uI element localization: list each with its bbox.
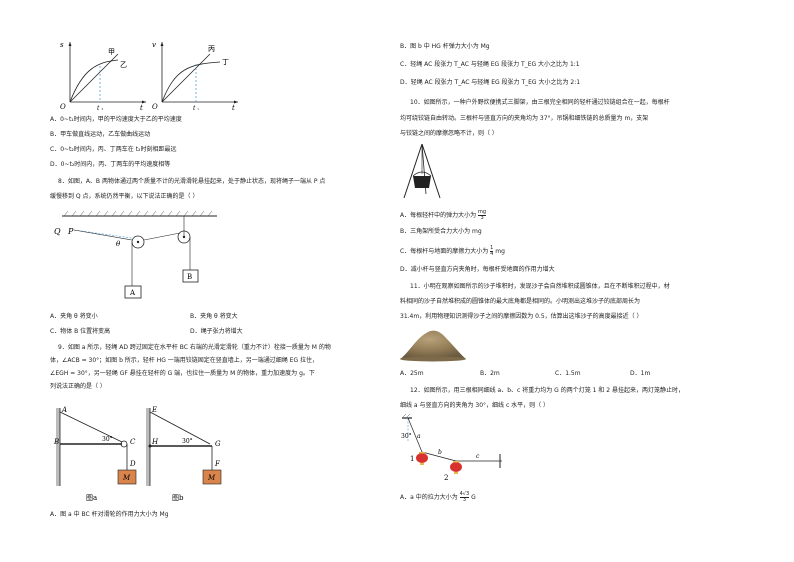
q9-question-line4: 列说法正确的是（ ） bbox=[50, 383, 106, 390]
point-f-label: F bbox=[214, 460, 221, 468]
q10-option-c: C．每根杆与地面的摩擦力大小为 1 4 mg bbox=[400, 246, 505, 257]
figure-a-caption: 图a bbox=[86, 494, 97, 502]
q10-question-line2: 均可绕铰链自由转动。三根杆与竖直方向的夹角均为 37°，吊锅和细铁链的总质量为 … bbox=[400, 115, 649, 122]
q10-option-c-unit: mg bbox=[495, 248, 505, 255]
q11-option-c: C．1.5m bbox=[555, 370, 581, 377]
q11-option-d: D．1m bbox=[630, 370, 651, 377]
q9-question-line2: 体，∠ACB = 30°；如图 b 所示，轻杆 HG 一端用铰链固定在竖直墙上，… bbox=[50, 357, 319, 364]
q10-option-a-text: A．每根轻杆中的弹力大小为 bbox=[400, 212, 477, 219]
q11-option-b: B．2m bbox=[480, 370, 500, 377]
q10-tripod-figure bbox=[403, 143, 441, 199]
q9-option-b: B．图 b 中 HG 杆弹力大小为 Mg bbox=[400, 43, 490, 50]
figure-b-caption: 图b bbox=[172, 494, 184, 502]
ding-label: 丁 bbox=[222, 58, 229, 66]
lantern-2-label: 2 bbox=[444, 474, 448, 482]
q9-option-d: D．轻绳 AC 段张力 T_AC 与轻绳 EG 段张力 T_EG 大小之比为 2… bbox=[400, 79, 581, 86]
point-a-label: A bbox=[61, 406, 67, 414]
q10-question-line3: 与铰链之间的摩擦忽略不计，则（ ） bbox=[400, 130, 498, 137]
point-c-label: C bbox=[130, 438, 136, 446]
q11-question-line3: 31.4m，利用物理知识测得沙子之间的摩擦因数为 0.5，估算出这堆沙子的高度最… bbox=[400, 313, 643, 320]
lantern-1-label: 1 bbox=[410, 455, 414, 463]
angle-label: 30° bbox=[401, 433, 412, 440]
q7-st-graph: s t O t 1 甲 乙 bbox=[60, 41, 146, 110]
q12-lantern-figure: 30° a b c 1 2 bbox=[401, 414, 502, 482]
point-b-label: B bbox=[53, 438, 59, 446]
fraction-numerator: 4√3 bbox=[459, 491, 470, 498]
fraction-denominator: 4 bbox=[490, 251, 494, 257]
t-axis-label: t bbox=[232, 104, 235, 110]
origin-label: O bbox=[60, 103, 66, 110]
q12-option-a-text: A．a 中的拉力大小为 bbox=[400, 494, 458, 501]
q10-option-d: D．减小杆与竖直方向夹角时，每根杆受地面的作用力增大 bbox=[400, 266, 555, 273]
q7-option-d: D．0~t₂时间内，丙、丁两车的平均速度相等 bbox=[50, 161, 171, 168]
fraction-denominator: 3 bbox=[462, 497, 466, 503]
q10-option-a-fraction: mg 3 bbox=[478, 209, 487, 221]
q12-question-line2: 细线 a 与竖直方向的夹角为 30°，细线 c 水平，则（ ） bbox=[400, 402, 550, 409]
q9-question-line3: ∠EGH = 30°，另一轻绳 GF 悬挂在轻杆的 G 端，也拉住一质量为 M … bbox=[50, 370, 315, 377]
line-b-label: b bbox=[438, 449, 442, 456]
q12-option-a: A．a 中的拉力大小为 4√3 3 G bbox=[400, 492, 476, 503]
q10-option-a: A．每根轻杆中的弹力大小为 mg 3 bbox=[400, 209, 487, 221]
theta-label: θ bbox=[116, 240, 121, 248]
q8-pulley-figure: Q P θ A B bbox=[54, 210, 217, 299]
point-h-label: H bbox=[151, 438, 159, 446]
q11-question-line1: 11．小明在观察如图所示的沙子堆积时，发现沙子会自然堆积成圆锥体，且在不断堆积过… bbox=[410, 283, 670, 290]
q8-option-b: B．夹角 θ 将变大 bbox=[190, 313, 238, 320]
t-axis-label: t bbox=[140, 104, 143, 110]
bing-label: 丙 bbox=[208, 45, 215, 53]
block-a-label: A bbox=[129, 289, 136, 297]
q10-option-c-text: C．每根杆与地面的摩擦力大小为 bbox=[400, 248, 489, 255]
point-q-label: Q bbox=[54, 227, 61, 236]
point-d-label: D bbox=[129, 460, 136, 468]
angle-label: 30° bbox=[182, 438, 193, 445]
q7-option-b: B．甲车做直线运动，乙车做曲线运动 bbox=[50, 131, 151, 138]
line-a-label: a bbox=[417, 433, 421, 440]
point-e-label: E bbox=[151, 406, 157, 414]
q9-option-c: C．轻绳 AC 段张力 T_AC 与轻绳 EG 段张力 T_EG 大小之比为 1… bbox=[400, 61, 580, 68]
origin-label: O bbox=[152, 103, 158, 110]
q10-question-line1: 10．如图所示，一种户外野炊便携式三脚架，由三根完全相同的轻杆通过铰链组合在一起… bbox=[410, 99, 670, 106]
block-b-label: B bbox=[187, 273, 192, 281]
q7-vt-graph: v t O t 2 丙 丁 bbox=[152, 41, 238, 110]
t1-subscript: 1 bbox=[101, 107, 104, 110]
q8-question-line1: 8．如图，A、B 两物体通过两个质量不计的光滑滑轮悬挂起来，处于静止状态，现将绳… bbox=[58, 178, 326, 185]
q9-option-a: A．图 a 中 BC 杆对滑轮的作用力大小为 Mg bbox=[50, 511, 169, 518]
sand-pile-image bbox=[400, 330, 466, 362]
s-axis-label: s bbox=[60, 41, 64, 49]
point-p-label: P bbox=[67, 227, 74, 236]
q8-option-c: C．物体 B 位置将变高 bbox=[50, 328, 111, 335]
point-g-label: G bbox=[215, 440, 221, 448]
t1-label: t bbox=[97, 105, 100, 110]
q8-option-d: D．绳子张力将增大 bbox=[190, 328, 243, 335]
q7-option-c: C．0~t₂时间内，丙、丁两车在 t₂时刻相距最远 bbox=[50, 146, 177, 153]
q10-option-b: B．三角架所受合力大小为 mg bbox=[400, 228, 482, 235]
fraction-numerator: mg bbox=[478, 209, 487, 216]
q9-figure-b: E H G F 30° M 图b bbox=[146, 406, 222, 502]
v-axis-label: v bbox=[152, 41, 156, 49]
q8-option-a: A．夹角 θ 将变小 bbox=[50, 313, 98, 320]
line-c-label: c bbox=[476, 453, 480, 460]
t2-subscript: 2 bbox=[197, 107, 200, 110]
yi-label: 乙 bbox=[120, 61, 127, 69]
mass-m-label: M bbox=[122, 474, 131, 482]
q8-question-line2: 缓慢移到 Q 点，系统仍然平衡，以下说法正确的是（ ） bbox=[50, 193, 199, 200]
fraction-numerator: 1 bbox=[490, 245, 494, 252]
angle-label: 30° bbox=[102, 436, 113, 443]
fraction-denominator: 3 bbox=[480, 215, 484, 221]
t2-label: t bbox=[193, 105, 196, 110]
q9-figure-a: A B C D 30° M 图a bbox=[53, 406, 137, 502]
q9-question-line1: 9．如图 a 所示，轻绳 AD 跨过固定在水平杆 BC 右端的光滑定滑轮（重力不… bbox=[58, 344, 331, 351]
q7-option-a: A．0~t₁时间内，甲的平均速度大于乙的平均速度 bbox=[50, 116, 182, 123]
q11-option-a: A．25m bbox=[400, 370, 424, 377]
jia-label: 甲 bbox=[108, 48, 115, 56]
q12-option-a-fraction: 4√3 3 bbox=[459, 491, 470, 503]
q11-question-line2: 料相同的沙子自然堆积成的圆锥体的最大底角都是相同的。小明测出这堆沙子的底部周长为 bbox=[400, 298, 641, 305]
q12-question-line1: 12．如图所示，用三根相同细线 a、b、c 将重力均为 G 的两个灯笼 1 和 … bbox=[410, 387, 684, 394]
mass-m-label: M bbox=[207, 474, 216, 482]
q10-option-c-fraction: 1 4 bbox=[490, 245, 494, 257]
q12-option-a-unit: G bbox=[471, 494, 476, 501]
